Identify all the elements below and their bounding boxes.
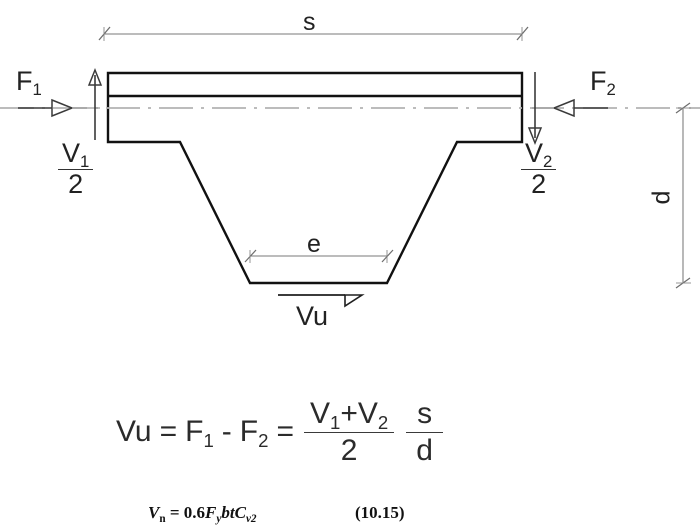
code-eq-vn-base: V <box>148 503 160 522</box>
equation-minus: - <box>221 415 232 448</box>
equation-equals-1: = <box>159 415 178 448</box>
depth-dimension-label: d <box>647 190 676 205</box>
equation-frac-v1-base: V <box>310 397 331 430</box>
equation-frac-plus: + <box>340 397 358 430</box>
force-f2-base: F <box>590 66 607 96</box>
bottom-width-dimension-label: e <box>307 230 321 258</box>
code-eq-cv-base: C <box>234 503 246 522</box>
reaction-v2-subscript: 2 <box>543 152 553 172</box>
reaction-v2-denominator: 2 <box>521 168 557 199</box>
reaction-v1-subscript: 1 <box>80 152 90 172</box>
bottom-width-dimension-line <box>244 249 394 263</box>
equation-fraction-aspect: s d <box>406 398 443 466</box>
equation-lhs: Vu <box>116 415 152 448</box>
code-equation: Vn = 0.6FybtCv2 <box>148 503 257 525</box>
depth-dimension-line <box>675 102 691 289</box>
equation-f2-sub: 2 <box>258 429 269 451</box>
equation-fraction-aspect-denominator: d <box>406 431 443 467</box>
reaction-v2-arrow <box>527 72 543 146</box>
code-eq-cv-sub: v2 <box>245 512 257 525</box>
equation-fraction-shear: V1+V2 2 <box>304 398 395 467</box>
reaction-v1-numerator: V1 <box>58 138 93 172</box>
code-eq-equals: = <box>169 503 180 522</box>
shear-vu-label: Vu <box>296 301 329 331</box>
equation-frac-v2-sub: 2 <box>377 411 389 433</box>
equation-f2-base: F <box>239 415 259 448</box>
equation-f1-sub: 1 <box>203 429 214 451</box>
equation-fraction-shear-denominator: 2 <box>304 431 395 467</box>
reaction-v1-denominator: 2 <box>58 168 94 199</box>
equation-term-f1: F1 <box>181 415 218 450</box>
equation-term-f2: F2 <box>236 415 273 450</box>
code-eq-fy-sub: y <box>216 512 222 525</box>
equation-frac-v1-sub: 1 <box>330 411 341 433</box>
equation-fraction-aspect-numerator: s <box>417 397 433 430</box>
equation-f1-base: F <box>185 415 204 448</box>
equation-frac-v2-base: V <box>357 397 378 430</box>
reaction-v2-numerator: V2 <box>521 138 556 172</box>
equation-equals-2: = <box>276 415 294 448</box>
reaction-v1-base: V <box>62 138 81 168</box>
reaction-v1-arrow <box>87 67 103 140</box>
main-equation: Vu = F1 - F2 = V1+V2 2 s d <box>112 398 449 466</box>
force-f2-arrow <box>532 98 608 118</box>
reaction-v1-label: V1 2 <box>58 138 94 199</box>
shear-vu-arrow <box>278 294 365 308</box>
force-f2-label: F2 <box>590 66 616 98</box>
equation-fraction-shear-numerator: V1+V2 <box>304 398 394 432</box>
force-f1-subscript: 1 <box>32 80 42 100</box>
code-eq-vn-sub: n <box>159 512 166 525</box>
force-f2-subscript: 2 <box>606 80 616 100</box>
code-equation-reference: (10.15) <box>355 503 405 522</box>
force-f1-base: F <box>16 66 33 96</box>
code-eq-coefficient: 0.6 <box>183 503 206 522</box>
section-outline <box>106 71 524 285</box>
force-f1-label: F1 <box>16 66 42 98</box>
reaction-v2-base: V <box>525 138 544 168</box>
code-eq-b: b <box>221 503 230 522</box>
code-eq-fy-base: F <box>205 503 217 522</box>
top-span-dimension-line <box>98 26 529 41</box>
code-eq-t: t <box>229 503 235 522</box>
reaction-v2-label: V2 2 <box>521 138 557 199</box>
span-dimension-label: s <box>303 8 316 36</box>
